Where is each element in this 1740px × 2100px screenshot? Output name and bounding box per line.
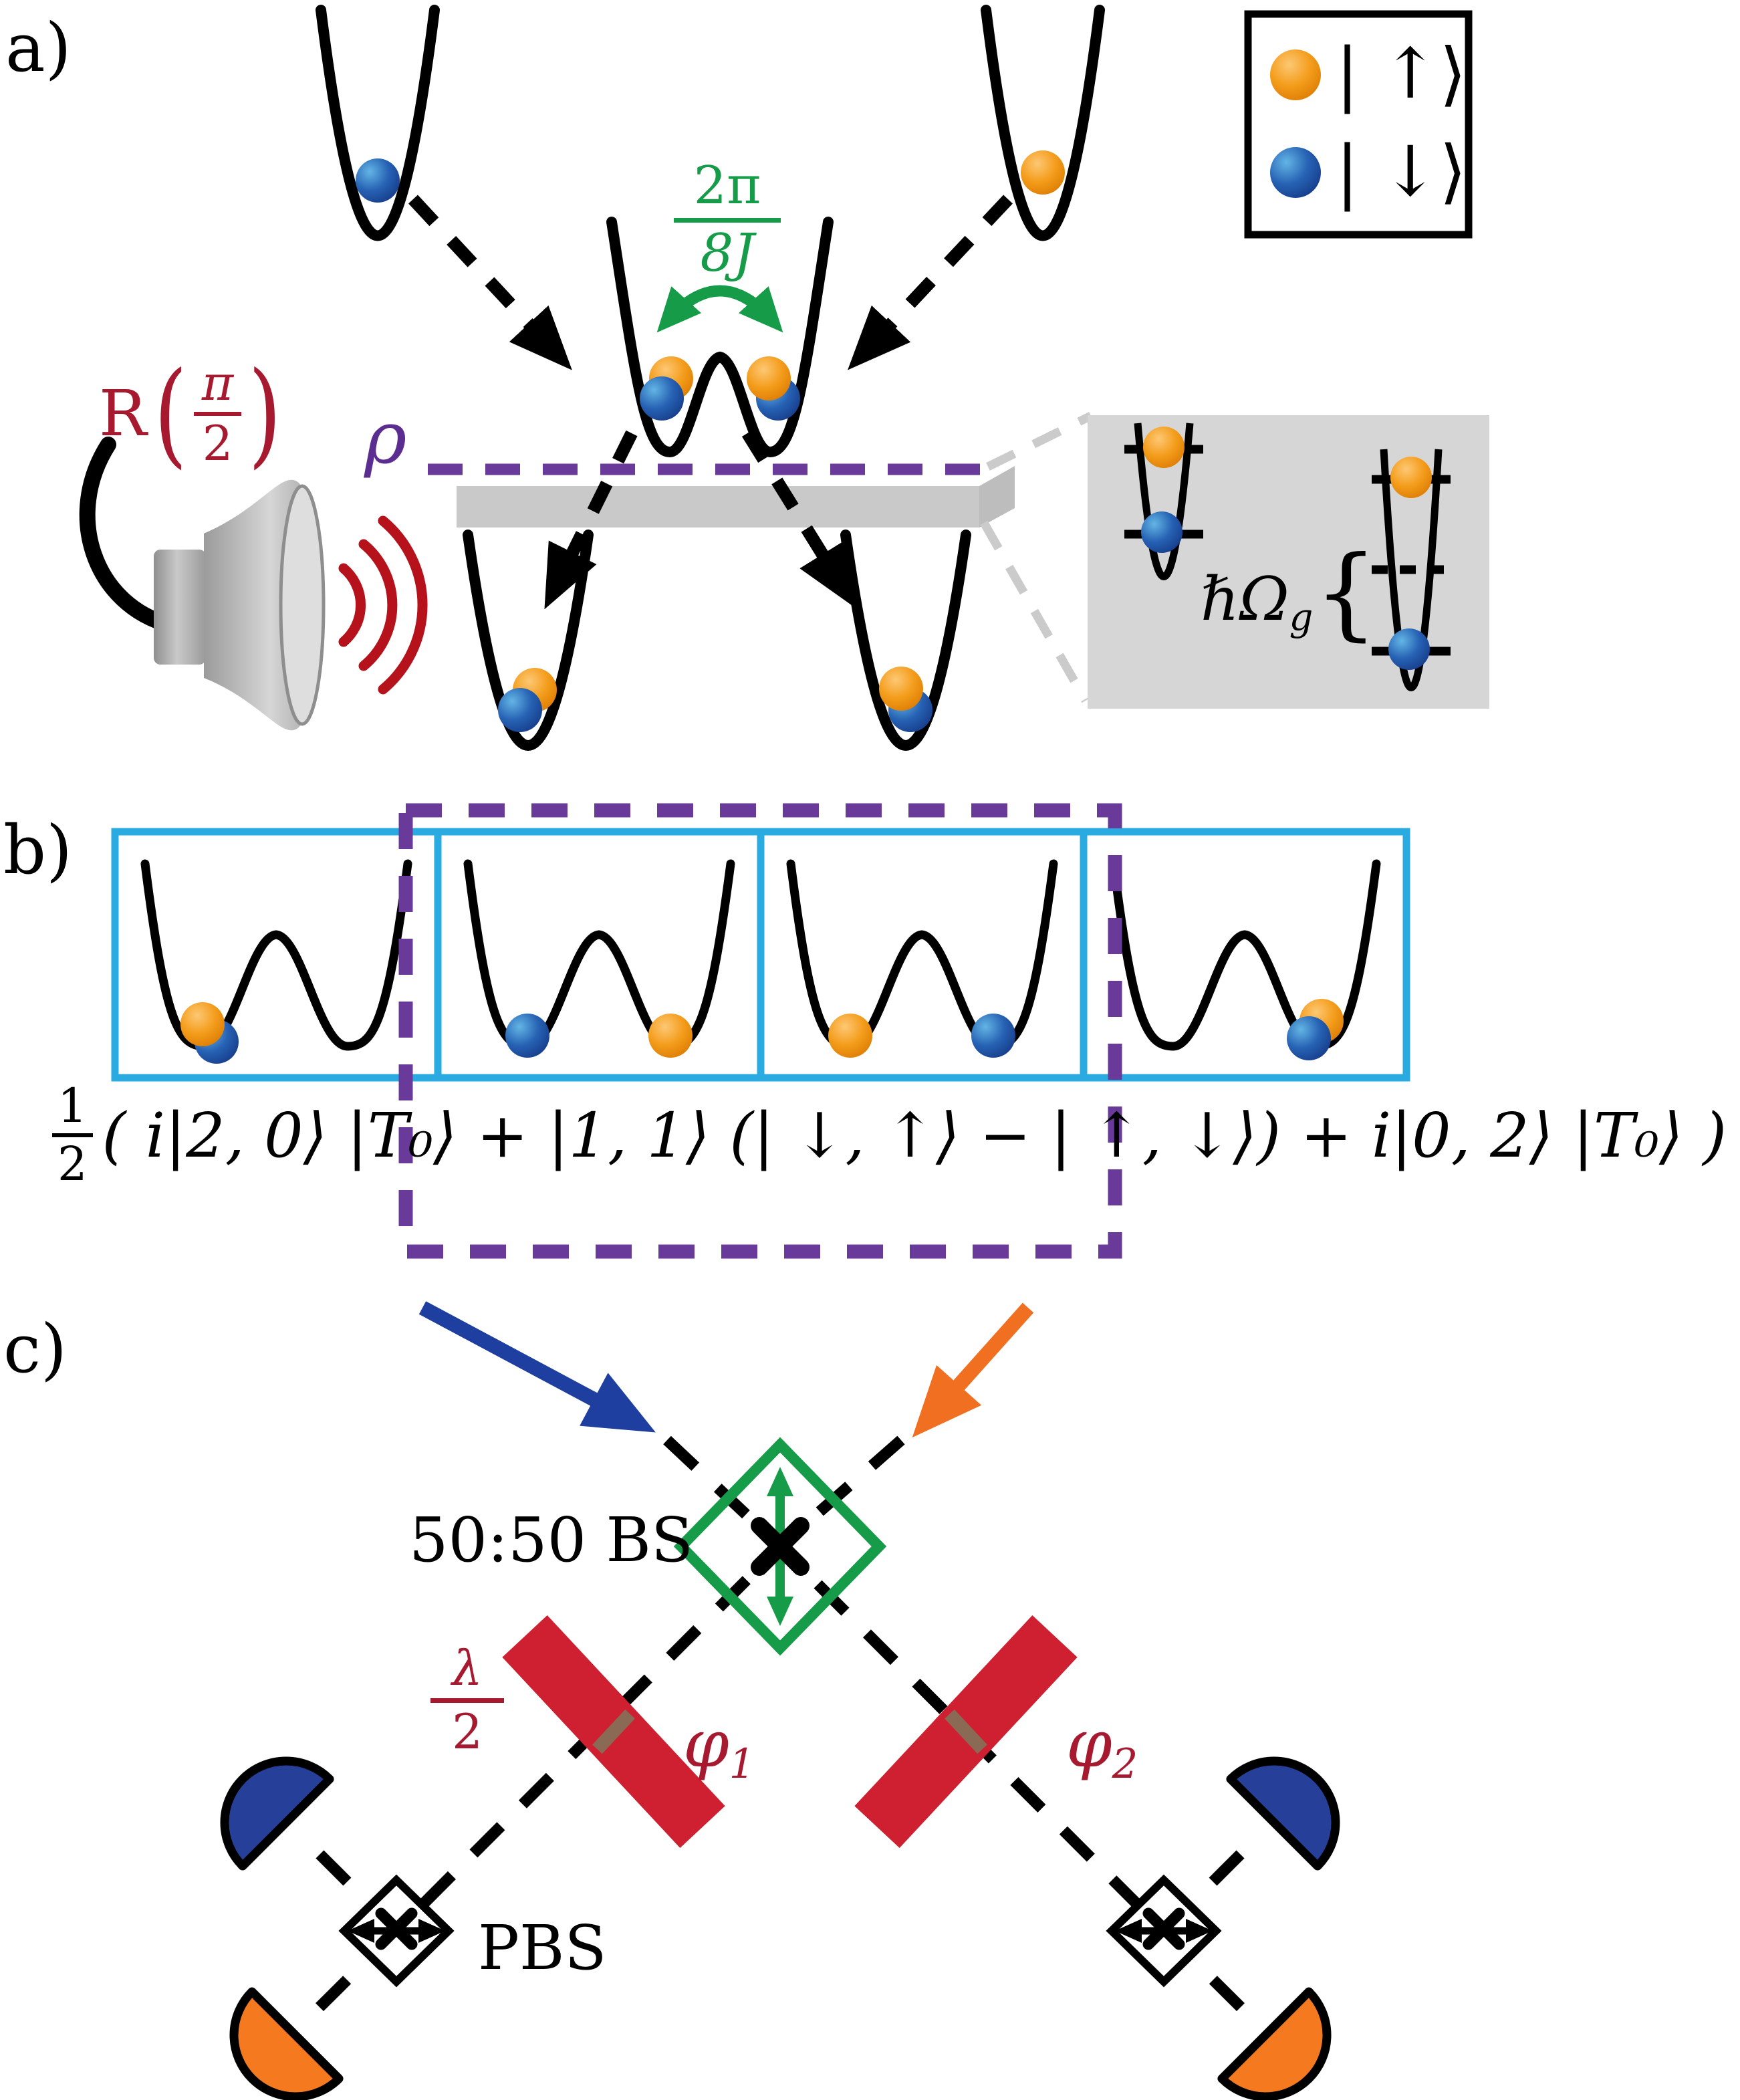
split-arrow-left [544,430,638,610]
sound-waves [338,515,428,695]
waveplate-phi2 [854,1615,1078,1848]
split-arrow-right [741,429,856,608]
atom-down-bottom-left [498,688,542,732]
detector-left-down [229,1987,344,2100]
pbs-left [338,1874,455,1988]
detector-right-up [1226,1756,1340,1871]
exchange-time-label: 2π 8J [674,158,781,281]
exchange-arrow [656,285,783,333]
atom-down-top-left [356,158,400,203]
trap-frequency-label: ℏΩg [1201,564,1314,640]
bs-label: 50:50 BS [409,1504,694,1576]
speaker-driver [154,550,206,665]
speaker-cable [79,437,178,633]
b3-atom-down [971,1014,1015,1058]
tweezer-bottom-right [840,530,971,751]
legend-up-label: | ↑⟩ [1336,33,1467,114]
input-arrow-down-atom [418,1301,656,1433]
panel-a-label: a) [5,9,72,87]
b3-atom-up [828,1014,872,1058]
phase2-label: φ2 [1066,1706,1138,1788]
detector-left-up [220,1756,334,1871]
b2-atom-up [648,1014,693,1058]
state-formula-body: ( i|2, 0⟩ |T₀⟩ + |1, 1⟩ (| ↓, ↑⟩ − | ↑, … [102,1099,1727,1171]
inset-guide-top [986,412,1093,471]
phase1-label: φ1 [683,1706,755,1788]
inset-right-well [1372,449,1451,691]
legend-down-atom-icon [1270,147,1321,198]
atom-up-bottom-right [879,667,923,711]
waveplate-phi1 [502,1615,725,1848]
panel-c-label: c) [3,1310,68,1388]
pbs-right [1106,1874,1222,1988]
speaker-mouth [279,484,326,726]
tweezer-top-left [316,5,440,241]
legend-box [1244,10,1473,239]
beamsplitter-5050 [673,1437,887,1656]
beam-left-to-right [663,1435,1168,1936]
state-box-1 [111,828,442,1082]
speaker [79,437,326,731]
legend-down-label: | ↓⟩ [1336,130,1467,212]
inset-guide-bottom [980,520,1090,703]
b2-atom-down [505,1014,549,1058]
tweezer-bottom-left [463,530,594,751]
atom-down-well-left [640,376,684,421]
brace-icon: { [1314,535,1378,651]
b4-atom-down [1287,1016,1331,1060]
atom-up-top-right [1021,150,1065,195]
panel-b-label: b) [3,811,73,889]
inset-left-well [1124,423,1203,580]
merge-arrow-left [408,195,572,370]
state-box-4 [1080,828,1410,1082]
tweezer-top-right [981,5,1105,241]
state-box-2 [434,828,765,1082]
singlet-selection-rect [398,803,1122,1259]
rotation-pulse-label: R ( π 2 ) [99,348,282,480]
input-arrow-up-atom [912,1302,1034,1438]
state-boxes [111,828,1410,1082]
detector-right-down [1217,1987,1332,2100]
density-matrix-label: ρ [364,396,407,480]
atom-up-well-right [747,356,791,400]
pbs-label: PBS [478,1912,607,1984]
waveplate-label: λ 2 [430,1643,504,1757]
legend-up-atom-icon [1270,49,1321,100]
b1-atom-up [180,1002,225,1046]
double-well-potential [606,217,834,458]
substrate-bar-end [979,466,1015,528]
state-formula: 1 2 ( i|2, 0⟩ |T₀⟩ + |1, 1⟩ (| ↓, ↑⟩ − |… [52,1081,1727,1189]
substrate-bar [457,486,979,528]
state-box-3 [757,828,1088,1082]
merge-arrow-right [848,195,1013,370]
